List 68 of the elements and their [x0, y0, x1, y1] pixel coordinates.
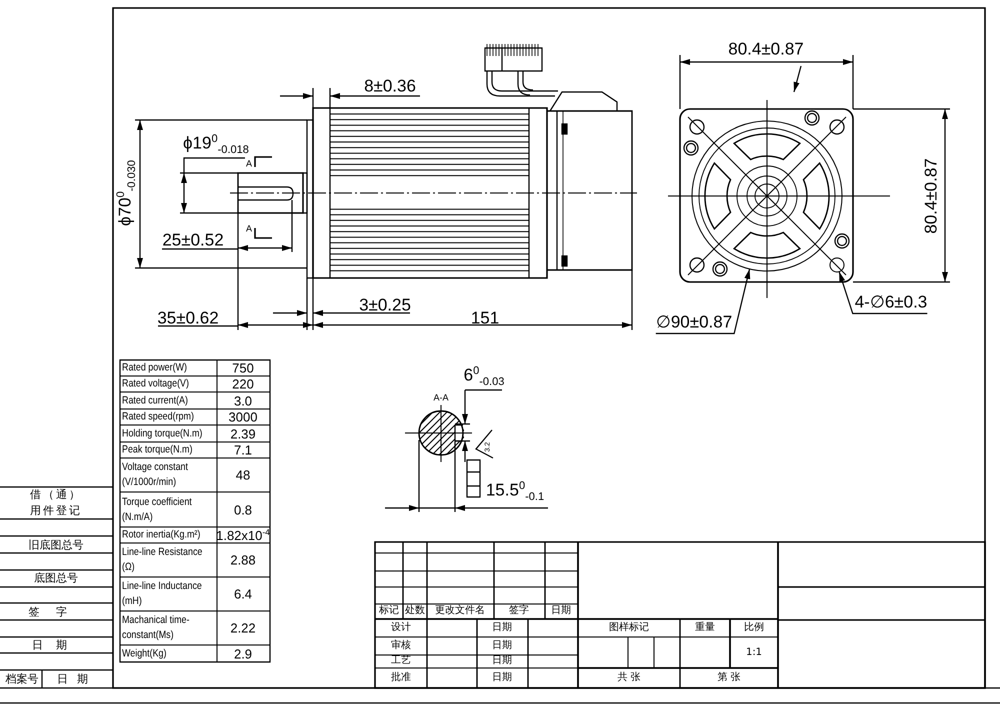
title-block-text: 日期 — [492, 673, 512, 683]
leader-line — [838, 271, 928, 314]
spec-value: 2.9 — [234, 647, 252, 660]
spec-value: 220 — [232, 378, 254, 390]
title-block-text: 审核 — [391, 641, 411, 651]
spec-label: Line-line Resistance (Ω) — [122, 544, 204, 575]
title-block-text: 工艺 — [391, 656, 411, 666]
dimension-text: 80.4±0.87 — [728, 40, 804, 58]
spec-label: Torque coefficient (N.m/A) — [122, 494, 193, 524]
spec-value: 750 — [232, 362, 254, 374]
side-column-text: 底图总号 — [34, 572, 78, 584]
side-column-text: 日期 — [57, 674, 97, 684]
dimension-text: ∅90±0.87 — [656, 314, 732, 330]
side-column-text: 档案号 — [6, 674, 38, 684]
spec-value: 1.82x10$^{-4}$ — [216, 528, 270, 542]
side-column-text: 日期 — [32, 640, 80, 650]
title-block-text: 批准 — [391, 673, 411, 683]
spec-value: 2.22 — [230, 622, 256, 634]
title-block-text: 处数 — [405, 606, 425, 616]
title-block-text: 日期 — [492, 641, 512, 651]
side-column-text: 旧底图总号 — [28, 540, 84, 550]
spec-value: 2.39 — [230, 427, 256, 440]
spec-label: Rated power(W) — [122, 360, 188, 376]
title-block-text: 设计 — [391, 623, 411, 633]
spec-value: 3.0 — [234, 394, 252, 407]
spec-value: 6.4 — [234, 588, 252, 600]
side-column-text: 签字 — [28, 606, 84, 618]
leader-line — [656, 268, 750, 334]
spec-label: Voltage constant (V/1000r/min) — [122, 460, 189, 490]
spec-value: 7.1 — [234, 444, 252, 456]
spec-value: 0.8 — [234, 503, 252, 516]
title-block-text: 比例 — [744, 623, 764, 633]
title-block-text: 1:1 — [746, 648, 762, 658]
spec-label: Weight(Kg) — [122, 646, 168, 661]
spec-label: Machanical time-constant(Ms) — [122, 612, 190, 643]
spec-label: Rotor inertia(Kg.m²) — [122, 527, 202, 542]
spec-label: Peak torque(N.m) — [122, 442, 194, 458]
title-block-text: 标记 — [379, 606, 399, 616]
title-block-text: 共 张 — [617, 673, 641, 683]
title-block-text: 日期 — [551, 606, 571, 616]
mounting-hole — [830, 258, 844, 272]
title-block-text: 日期 — [492, 656, 512, 666]
spec-label: Rated current(A) — [122, 392, 189, 408]
outer-circle — [692, 120, 842, 272]
dimension-text: 25±0.52 — [162, 232, 224, 248]
spec-label: Holding torque(N.m) — [122, 426, 204, 441]
title-block-text: 日期 — [492, 623, 512, 633]
title-block-text: 图样标记 — [609, 623, 649, 633]
section-title: A-A — [434, 394, 448, 402]
spec-label: Rated speed(rpm) — [122, 409, 195, 424]
side-column-text: 借（通）用件登记 — [29, 487, 83, 519]
section-letter: A — [246, 160, 252, 168]
dimension-text: 3±0.25 — [359, 296, 411, 314]
dimension-text: 4-∅6±0.3 — [854, 294, 928, 310]
spec-value: 48 — [236, 468, 250, 482]
spec-value: 2.88 — [230, 554, 256, 566]
spec-label: Line-line Inductance (mH) — [122, 578, 203, 609]
spec-value: 3000 — [228, 410, 258, 424]
dimension-text: 8±0.36 — [364, 78, 416, 94]
dimension-text: 35±0.62 — [157, 310, 219, 326]
title-block-text: 重量 — [695, 623, 715, 633]
dimension-text: 80.4±0.87 — [922, 158, 940, 234]
title-block-text: 签字 — [509, 606, 529, 616]
title-block-text: 第 张 — [717, 673, 741, 683]
dimension-text: 151 — [470, 310, 500, 326]
spec-label: Rated voltage(V) — [122, 376, 190, 392]
title-block-text: 更改文件名 — [435, 606, 485, 616]
section-letter: A — [246, 224, 252, 234]
